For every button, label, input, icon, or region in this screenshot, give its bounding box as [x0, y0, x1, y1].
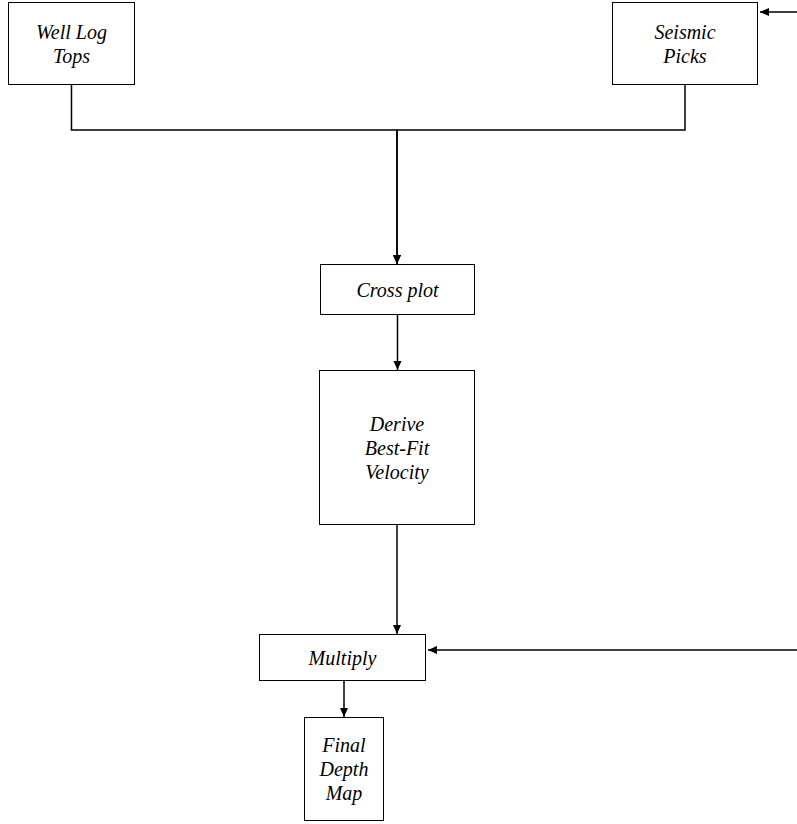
input-arrow — [760, 11, 797, 13]
flow-arrow — [397, 315, 399, 370]
process-box: Cross plot — [320, 264, 475, 315]
box-label: Well Log Tops — [23, 20, 120, 68]
flow-arrow — [397, 85, 685, 264]
process-box: Well Log Tops — [8, 2, 135, 85]
process-box: Seismic Picks — [612, 2, 758, 85]
process-box: Derive Best-Fit Velocity — [319, 370, 475, 525]
box-label: Derive Best-Fit Velocity — [350, 412, 444, 484]
box-label: Final Depth Map — [309, 733, 379, 805]
box-label: Seismic Picks — [631, 20, 739, 68]
flow-arrow — [396, 525, 398, 634]
flow-arrow — [72, 85, 398, 264]
input-arrow — [428, 649, 797, 651]
flow-arrow — [343, 681, 345, 717]
box-label: Cross plot — [356, 278, 438, 302]
box-label: Multiply — [309, 646, 377, 670]
process-box: Final Depth Map — [304, 717, 384, 821]
process-box: Multiply — [259, 634, 426, 681]
